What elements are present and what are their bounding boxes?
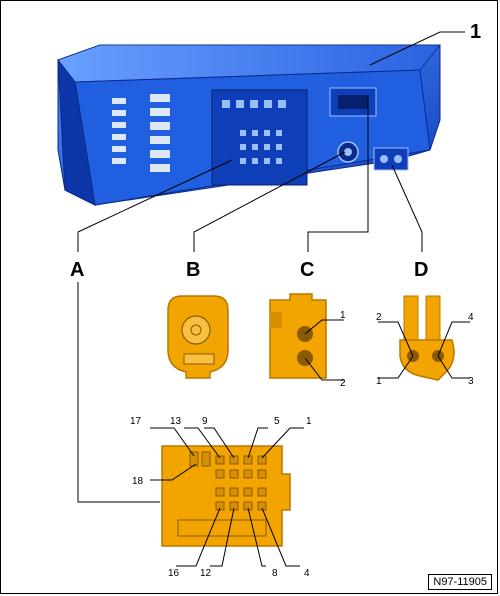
connector-a-pin-4: 4 (304, 568, 310, 579)
connector-a-pin-17: 17 (130, 416, 142, 427)
connector-a (161, 445, 291, 547)
connector-a-pin-18: 18 (132, 476, 144, 487)
connector-d-pin-4: 4 (468, 312, 474, 323)
callout-d: D (414, 259, 428, 281)
connector-d-pin-1: 1 (376, 376, 382, 387)
connector-a-pin-16: 16 (168, 568, 180, 579)
callout-a: A (70, 259, 84, 281)
connector-c-pin-1: 1 (340, 310, 346, 321)
connector-b (167, 295, 229, 379)
connector-c (269, 293, 327, 379)
connector-a-pin-1: 1 (306, 416, 312, 427)
connector-a-pin-5: 5 (274, 416, 280, 427)
connector-a-pin-13: 13 (170, 416, 182, 427)
connector-c-pin-2: 2 (340, 378, 346, 389)
reference-code: N97-11905 (428, 574, 492, 590)
connector-a-pin-12: 12 (200, 568, 212, 579)
callout-1: 1 (470, 21, 481, 43)
connector-d-pin-2: 2 (376, 312, 382, 323)
radio-unit (57, 44, 441, 206)
connector-d-pin-3: 3 (468, 376, 474, 387)
callout-c: C (300, 259, 314, 281)
callout-b: B (186, 259, 200, 281)
leader-lines (77, 31, 465, 503)
connector-a-pin-9: 9 (202, 416, 208, 427)
connector-a-pin-8: 8 (272, 568, 278, 579)
